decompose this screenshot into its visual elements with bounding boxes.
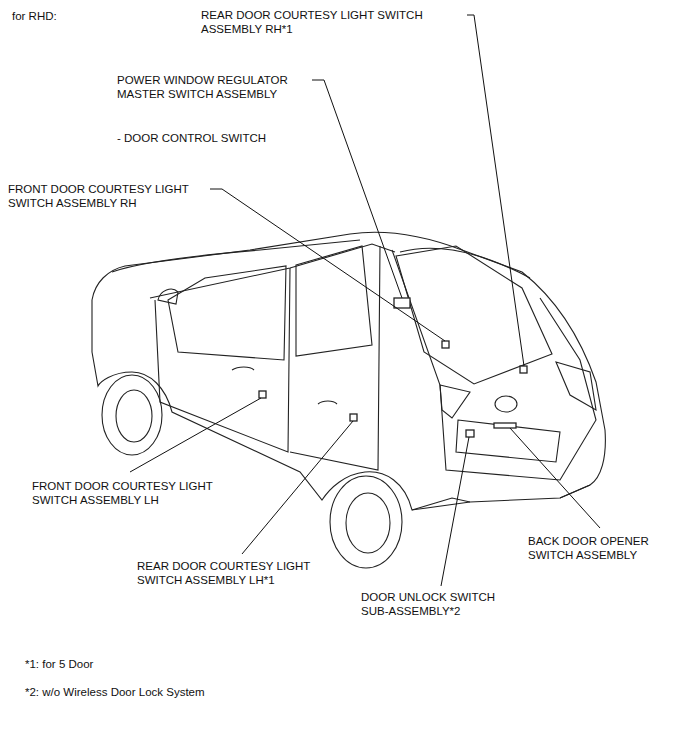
leader-line (242, 421, 353, 554)
switch-symbol (520, 366, 527, 373)
leader-line (467, 15, 524, 366)
leader-line (510, 428, 600, 528)
logo (495, 396, 517, 412)
tail-light (440, 385, 470, 418)
variant-label: for RHD: (12, 9, 57, 23)
rear-wheel-rim (346, 493, 390, 553)
switch-symbol (259, 391, 266, 398)
footnote: *2: w/o Wireless Door Lock System (25, 685, 205, 699)
rear-window (296, 246, 372, 356)
bumper (412, 485, 590, 510)
part-name: REAR DOOR COURTESY LIGHT SWITCH ASSEMBLY… (201, 8, 463, 36)
front-wheel (102, 375, 162, 455)
front-window (168, 266, 286, 360)
front-door (155, 268, 290, 452)
leader-line (130, 398, 261, 472)
hatch (392, 250, 596, 480)
part-name: FRONT DOOR COURTESY LIGHT SWITCH ASSEMBL… (8, 182, 208, 210)
footnote: *1: for 5 Door (25, 657, 93, 671)
part-name: REAR DOOR COURTESY LIGHT SWITCH ASSEMBLY… (137, 559, 329, 587)
hatch-window (396, 246, 552, 384)
leader-line (210, 189, 445, 341)
part-name: DOOR UNLOCK SWITCH SUB-ASSEMBLY*2 (361, 590, 521, 618)
rear-wheel (330, 476, 402, 568)
leader-line (312, 80, 402, 298)
part-name: POWER WINDOW REGULATOR MASTER SWITCH ASS… (117, 73, 307, 101)
mirror (158, 289, 178, 304)
leader-line (441, 437, 469, 586)
switch-symbol (494, 423, 516, 428)
tail-light (556, 362, 596, 410)
part-name: - DOOR CONTROL SWITCH (117, 131, 266, 145)
door-handle (232, 367, 254, 370)
rear-door (290, 246, 380, 470)
switch-symbol (466, 430, 474, 437)
switch-symbol (442, 341, 449, 348)
switch-symbol (350, 414, 357, 421)
front-wheel-rim (116, 390, 152, 442)
car-body (92, 232, 605, 510)
switch-symbol (394, 298, 410, 308)
side-line (150, 244, 395, 298)
part-name: FRONT DOOR COURTESY LIGHT SWITCH ASSEMBL… (32, 479, 232, 507)
plate-recess (456, 420, 560, 462)
part-name: BACK DOOR OPENER SWITCH ASSEMBLY (528, 534, 678, 562)
door-handle (318, 401, 337, 404)
roof-line (112, 240, 360, 272)
